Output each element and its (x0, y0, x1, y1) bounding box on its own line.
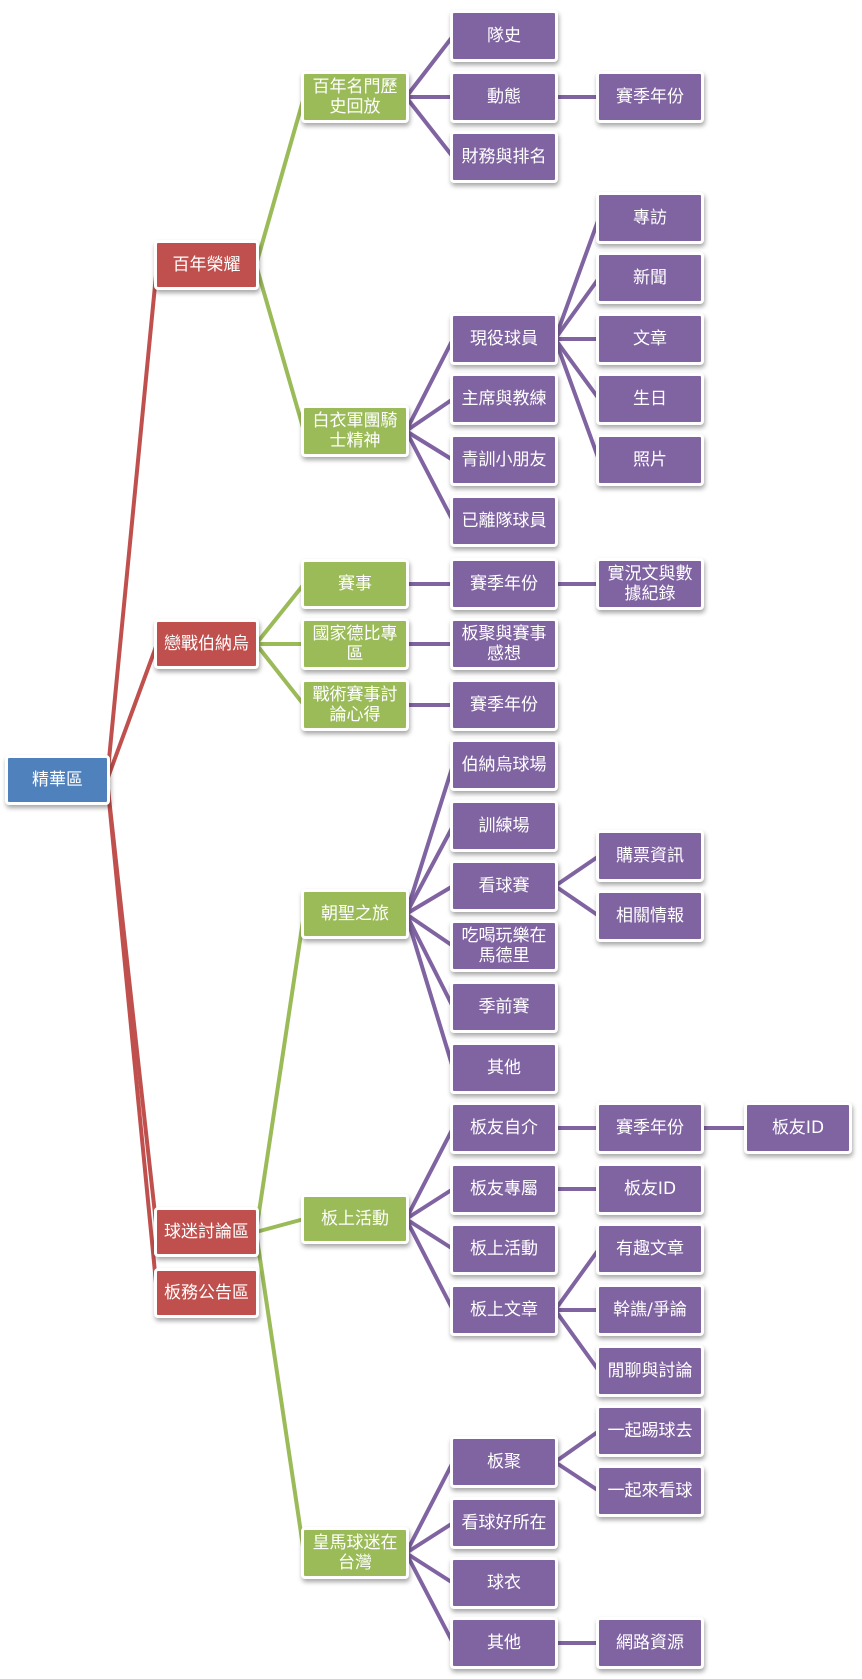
node-p19: 板上活動 (450, 1223, 558, 1275)
node-q14: 閒聊與討論 (596, 1345, 704, 1397)
link-g7-p20 (404, 1217, 455, 1312)
link-g2-p7 (404, 429, 455, 523)
node-p13: 看球賽 (450, 860, 558, 912)
link-g8-p21 (404, 1460, 455, 1555)
node-q9: 相關情報 (596, 890, 704, 942)
node-r3: 球迷討論區 (154, 1207, 259, 1257)
node-q6: 照片 (596, 434, 704, 486)
node-g2: 白衣軍團騎士精神 (301, 405, 409, 457)
node-p9: 板聚與賽事感想 (450, 618, 558, 670)
link-r2-g5 (254, 642, 306, 707)
node-p12: 訓練場 (450, 800, 558, 852)
link-p13-q9 (553, 884, 601, 918)
node-q7: 實況文與數據紀錄 (596, 558, 704, 610)
link-g2-p5 (404, 397, 455, 433)
node-r1: 百年榮耀 (154, 240, 259, 290)
link-g6-p16 (404, 912, 455, 1070)
link-r2-g3 (254, 582, 306, 646)
node-q15: 一起踢球去 (596, 1405, 704, 1457)
node-p23: 球衣 (450, 1557, 558, 1609)
node-q5: 生日 (596, 373, 704, 425)
link-p4-q5 (553, 337, 601, 401)
node-p21: 板聚 (450, 1436, 558, 1488)
node-p5: 主席與教練 (450, 373, 558, 425)
link-p21-q15 (553, 1429, 601, 1464)
link-g6-p14 (404, 912, 455, 948)
link-p13-q8 (553, 854, 601, 888)
node-p15: 季前賽 (450, 981, 558, 1033)
link-g8-p22 (404, 1521, 455, 1555)
node-q10: 賽季年份 (596, 1102, 704, 1154)
link-g6-p13 (404, 884, 455, 916)
node-g6: 朝聖之旅 (301, 889, 409, 939)
node-q8: 購票資訊 (596, 830, 704, 882)
link-g6-p12 (404, 824, 455, 916)
link-root-r4 (105, 778, 159, 1295)
node-q4: 文章 (596, 313, 704, 365)
link-p4-q3 (553, 276, 601, 341)
node-p6: 青訓小朋友 (450, 434, 558, 486)
link-root-r2 (105, 642, 159, 782)
node-p14: 吃喝玩樂在馬德里 (450, 920, 558, 972)
node-g7: 板上活動 (301, 1194, 409, 1244)
node-p20: 板上文章 (450, 1284, 558, 1336)
link-r1-g2 (254, 263, 306, 433)
node-p10: 賽季年份 (450, 679, 558, 731)
node-p7: 已離隊球員 (450, 495, 558, 547)
link-g6-p11 (404, 763, 455, 916)
node-q2: 專訪 (596, 192, 704, 244)
node-p22: 看球好所在 (450, 1497, 558, 1549)
node-p11: 伯納烏球場 (450, 739, 558, 791)
node-q11: 板友ID (596, 1163, 704, 1215)
link-g1-p3 (404, 95, 455, 159)
link-g1-p1 (404, 34, 455, 99)
link-g6-p15 (404, 912, 455, 1009)
node-p18: 板友專屬 (450, 1163, 558, 1215)
node-p24: 其他 (450, 1617, 558, 1669)
node-r2: 戀戰伯納烏 (154, 619, 259, 669)
link-g7-p19 (404, 1217, 455, 1251)
link-root-r1 (105, 263, 159, 782)
link-p20-q12 (553, 1247, 601, 1312)
link-p4-q6 (553, 337, 601, 462)
link-r1-g1 (254, 95, 306, 267)
node-p1: 隊史 (450, 10, 558, 62)
node-p8: 賽季年份 (450, 558, 558, 610)
link-p20-q14 (553, 1308, 601, 1373)
node-g3: 賽事 (301, 559, 409, 609)
node-g1: 百年名門歷史回放 (301, 71, 409, 123)
link-g8-p24 (404, 1551, 455, 1645)
node-root: 精華區 (5, 755, 110, 805)
link-r3-g8 (254, 1230, 306, 1555)
node-q3: 新聞 (596, 252, 704, 304)
node-p17: 板友自介 (450, 1102, 558, 1154)
node-p16: 其他 (450, 1042, 558, 1094)
link-g7-p17 (404, 1126, 455, 1221)
node-q16: 一起來看球 (596, 1465, 704, 1517)
node-p3: 財務與排名 (450, 131, 558, 183)
node-s1: 板友ID (744, 1102, 852, 1154)
node-q12: 有趣文章 (596, 1223, 704, 1275)
link-r3-g6 (254, 912, 306, 1234)
node-q17: 網路資源 (596, 1617, 704, 1669)
node-p4: 現役球員 (450, 313, 558, 365)
link-g8-p23 (404, 1551, 455, 1585)
node-g5: 戰術賽事討論心得 (301, 679, 409, 731)
link-p21-q16 (553, 1460, 601, 1493)
link-p4-q2 (553, 216, 601, 341)
node-r4: 板務公告區 (154, 1268, 259, 1318)
link-g2-p4 (404, 337, 455, 433)
node-p2: 動態 (450, 71, 558, 123)
node-g4: 國家德比專區 (301, 618, 409, 670)
node-q1: 賽季年份 (596, 71, 704, 123)
link-r3-g7 (254, 1217, 306, 1234)
node-g8: 皇馬球迷在台灣 (301, 1527, 409, 1579)
node-q13: 幹譙/爭論 (596, 1284, 704, 1336)
link-g2-p6 (404, 429, 455, 462)
link-g7-p18 (404, 1187, 455, 1221)
